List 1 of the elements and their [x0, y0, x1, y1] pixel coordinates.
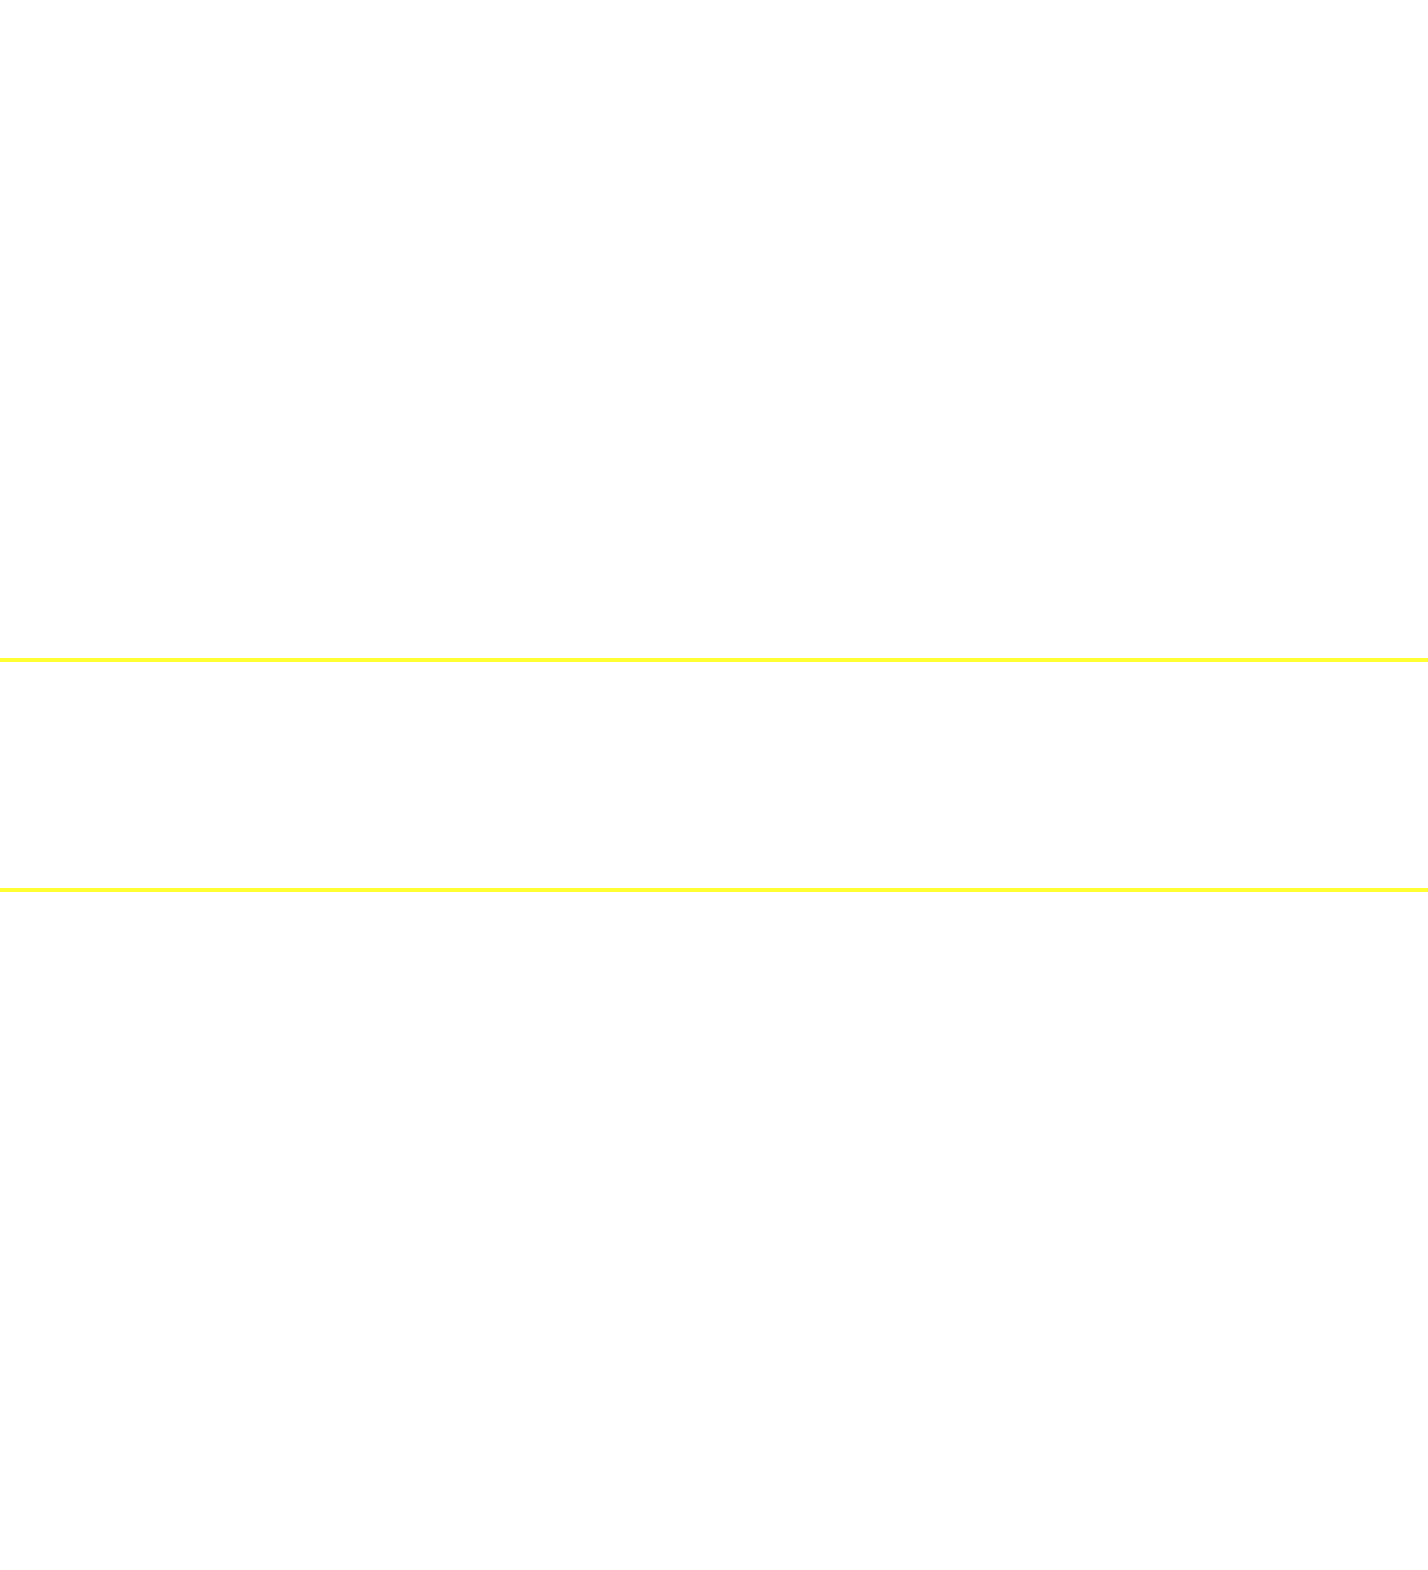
horizontal-band	[0, 658, 1428, 892]
